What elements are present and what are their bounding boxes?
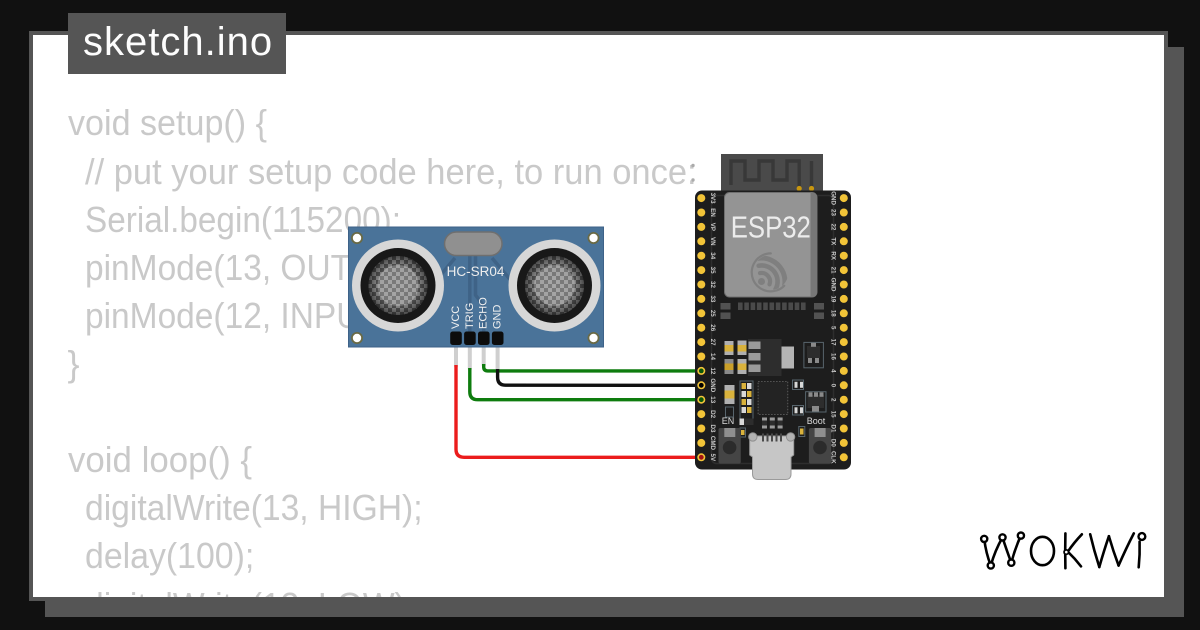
svg-text:16: 16	[830, 353, 837, 360]
svg-text:GND: GND	[492, 305, 504, 329]
svg-text:2: 2	[830, 398, 837, 402]
svg-text:33: 33	[709, 295, 716, 302]
svg-text:15: 15	[830, 411, 837, 418]
svg-text:ESP32: ESP32	[731, 210, 811, 245]
svg-text:D0: D0	[830, 439, 837, 447]
svg-text:CMD: CMD	[709, 436, 716, 451]
svg-text:18: 18	[830, 310, 837, 317]
svg-text:HC-SR04: HC-SR04	[447, 264, 505, 279]
svg-text:4: 4	[830, 369, 837, 373]
svg-text:Boot: Boot	[807, 416, 826, 426]
svg-text:23: 23	[830, 209, 837, 216]
svg-text:3V3: 3V3	[709, 193, 716, 205]
svg-text:13: 13	[709, 396, 716, 403]
svg-text:TX: TX	[830, 237, 837, 246]
svg-text:34: 34	[709, 252, 716, 259]
svg-text:21: 21	[830, 267, 837, 274]
svg-text:TRIG: TRIG	[464, 303, 476, 329]
svg-text:25: 25	[709, 310, 716, 317]
svg-text:D2: D2	[709, 410, 716, 418]
svg-text:22: 22	[830, 223, 837, 230]
svg-text:VP: VP	[709, 223, 716, 231]
svg-text:12: 12	[709, 367, 716, 374]
svg-text:EN: EN	[722, 416, 735, 426]
svg-text:RX: RX	[830, 251, 837, 260]
svg-text:GND: GND	[709, 378, 716, 392]
svg-text:D3: D3	[709, 425, 716, 433]
svg-text:VN: VN	[709, 237, 716, 246]
svg-text:5: 5	[830, 326, 837, 330]
svg-text:14: 14	[709, 353, 716, 360]
svg-text:26: 26	[709, 324, 716, 331]
svg-text:VCC: VCC	[450, 306, 462, 329]
svg-text:GND: GND	[830, 278, 837, 292]
svg-text:GND: GND	[830, 191, 837, 205]
svg-text:CLK: CLK	[830, 451, 837, 464]
svg-text:35: 35	[709, 267, 716, 274]
svg-text:17: 17	[830, 339, 837, 346]
svg-text:19: 19	[830, 295, 837, 302]
svg-text:EN: EN	[709, 208, 716, 217]
svg-text:27: 27	[709, 339, 716, 346]
svg-text:5V: 5V	[709, 454, 716, 462]
svg-text:D1: D1	[830, 425, 837, 433]
svg-text:32: 32	[709, 281, 716, 288]
svg-text:0: 0	[830, 384, 837, 388]
svg-text:ECHO: ECHO	[478, 297, 490, 329]
